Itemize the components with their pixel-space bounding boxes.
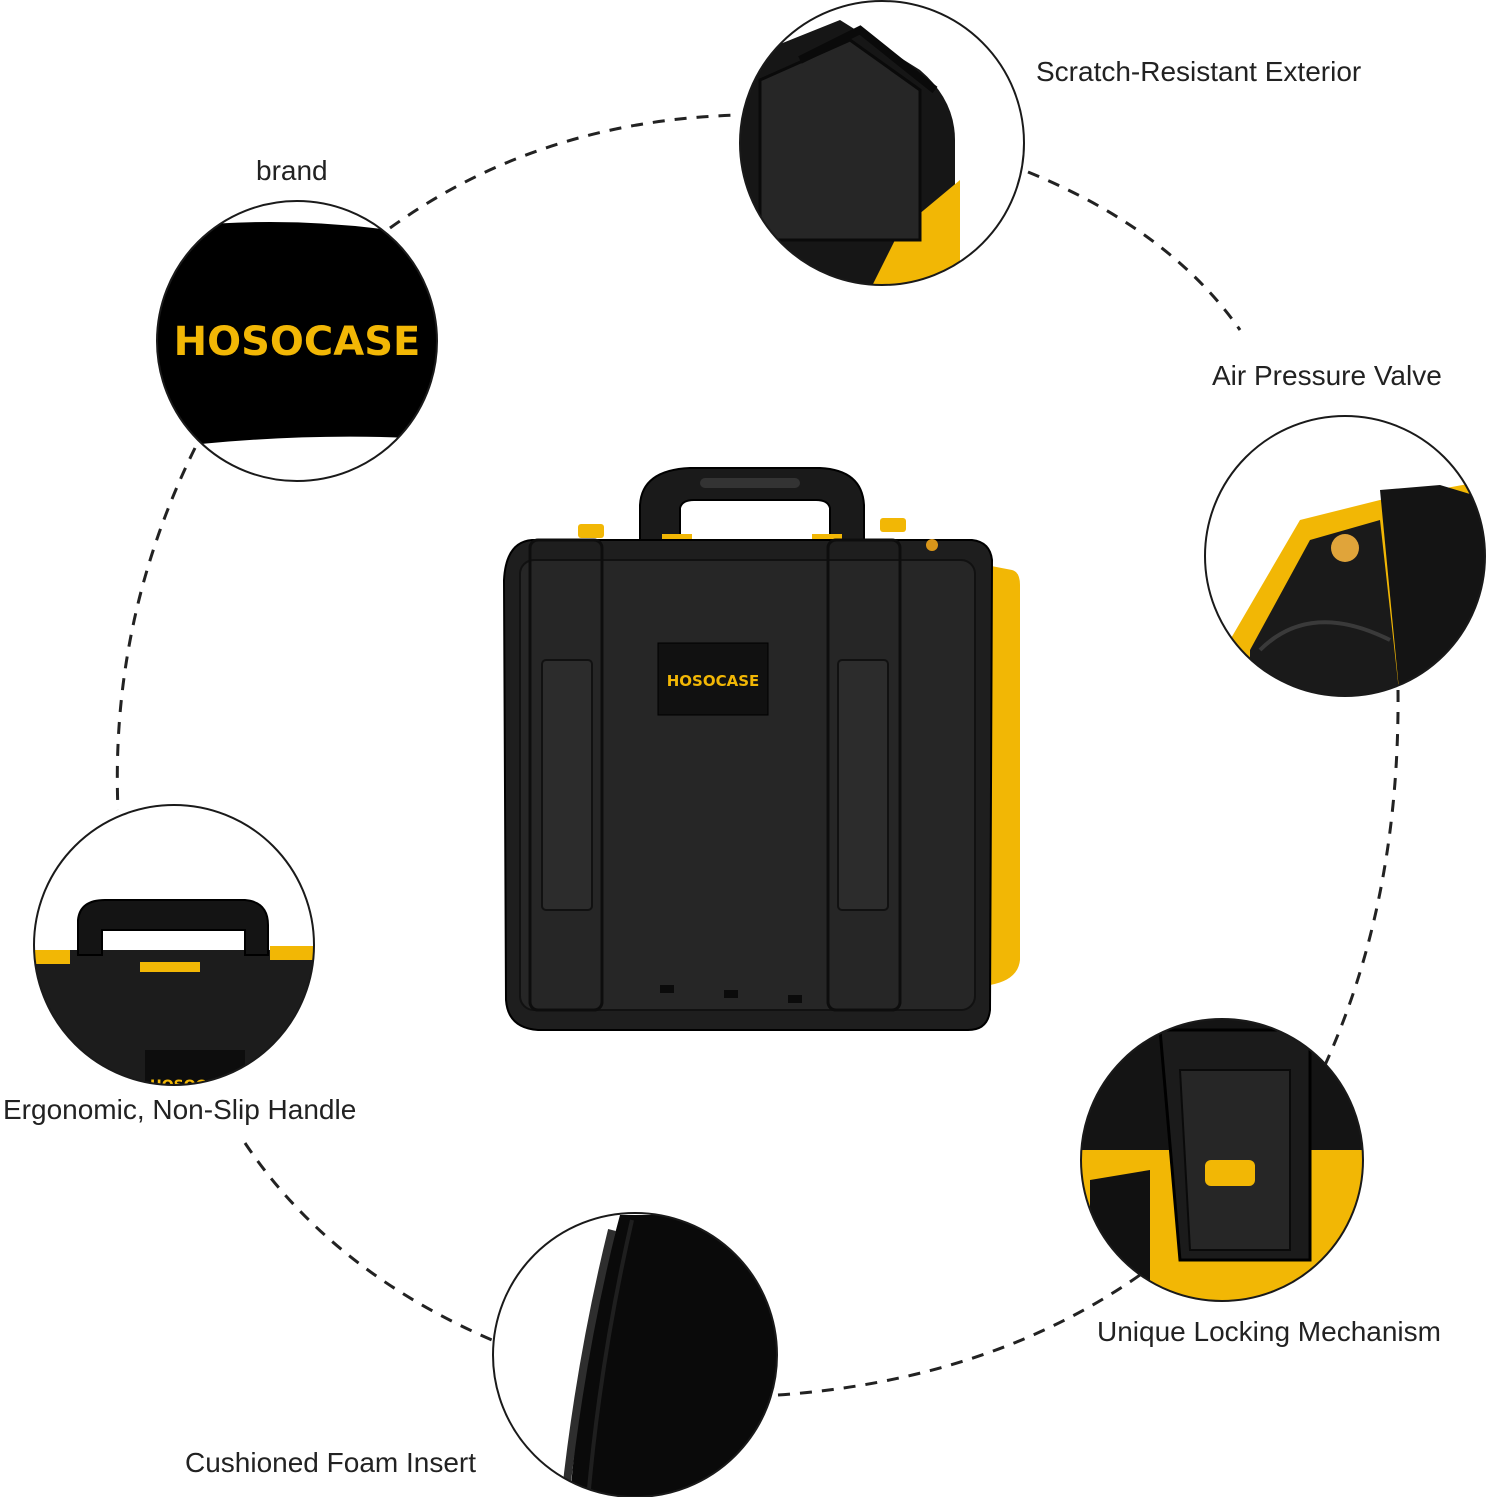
detail-foam — [493, 1213, 777, 1497]
detail-valve — [1205, 416, 1485, 696]
brand-logo-text: HOSOCASE — [174, 319, 421, 365]
case-logo-plate — [657, 642, 769, 716]
connector-brand-scratch — [389, 113, 741, 230]
connector-brand-handle — [115, 447, 197, 811]
connector-handle-foam — [243, 1142, 493, 1342]
detail-lock — [1081, 1019, 1363, 1301]
case-logo-text: HOSOCASE — [667, 672, 760, 690]
label-foam: Cushioned Foam Insert — [185, 1447, 477, 1478]
label-air-valve: Air Pressure Valve — [1212, 360, 1442, 391]
label-scratch-resistant: Scratch-Resistant Exterior — [1036, 56, 1362, 87]
handle-badge-text: HOSOCA — [150, 1078, 217, 1094]
connector-valve-lock — [1323, 689, 1400, 1066]
label-locking: Unique Locking Mechanism — [1097, 1316, 1441, 1347]
detail-brand: HOSOCASE — [157, 201, 437, 481]
label-brand: brand — [256, 155, 328, 186]
label-handle: Ergonomic, Non-Slip Handle — [3, 1094, 357, 1125]
detail-scratch — [740, 1, 1024, 285]
case-latch-right — [826, 538, 902, 1012]
case-illustration: HOSOCASE — [502, 467, 1020, 1031]
case-latch-left — [528, 538, 604, 1012]
connector-scratch-valve — [1027, 170, 1242, 331]
connector-foam-lock — [777, 1273, 1141, 1397]
